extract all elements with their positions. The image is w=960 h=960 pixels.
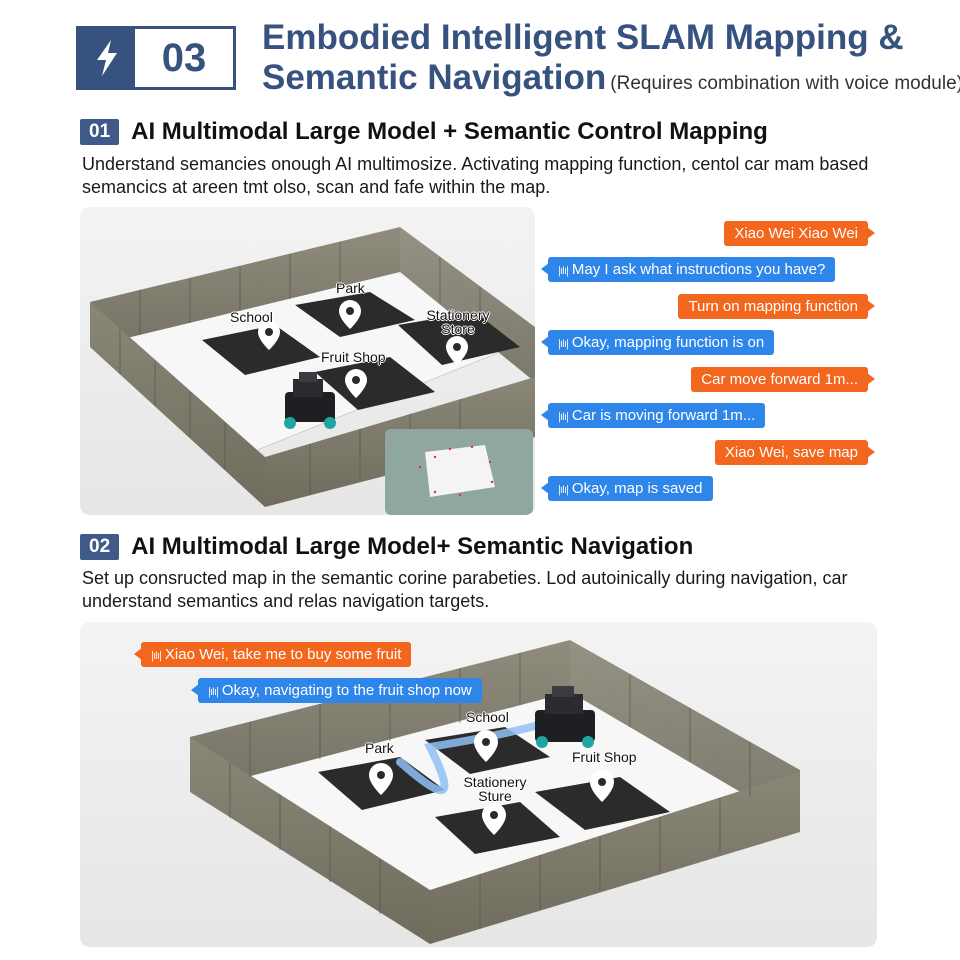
- chat-bubble-user: |ıIı|Xiao Wei, take me to buy some fruit: [133, 642, 412, 667]
- location-label-park: Park: [365, 740, 394, 756]
- chat-bubble-user: Turn on mapping function: [678, 294, 875, 319]
- audio-wave-icon: |ıIı|: [558, 338, 569, 350]
- chat-bubble-robot: |ıIı|Car is moving forward 1m...: [540, 403, 766, 428]
- mapping-scene-illustration: [90, 227, 535, 515]
- lightning-icon: [79, 29, 135, 87]
- location-label-stationery-store: Stationery Store: [426, 307, 490, 337]
- chat-bubble-user: Xiao Wei, save map: [714, 440, 876, 465]
- mapping-scene: Park School Stationery Store Fruit Shop: [80, 207, 535, 515]
- section1-number: 01: [80, 119, 120, 145]
- section-number: 03: [161, 35, 207, 80]
- section1-title: AI Multimodal Large Model + Semantic Con…: [131, 118, 768, 145]
- chat-bubble-robot: |ıIı|Okay, map is saved: [541, 476, 713, 501]
- audio-wave-icon: |ıIı|: [558, 265, 569, 277]
- audio-wave-icon: |ıIı|: [151, 650, 162, 662]
- robot-car-icon: [284, 372, 336, 429]
- page-title-line2: Semantic Navigation(Requires combination…: [262, 58, 960, 98]
- location-label-park: Park: [336, 280, 365, 296]
- location-label-fruit-shop: Fruit Shop: [321, 349, 386, 365]
- section2-title: AI Multimodal Large Model+ Semantic Navi…: [131, 533, 694, 560]
- section1-description: Understand semancies onough AI multimosi…: [82, 154, 869, 197]
- location-label-fruit-shop: Fruit Shop: [572, 749, 637, 765]
- page-title-line1: Embodied Intelligent SLAM Mapping &: [262, 18, 904, 57]
- navigation-scene: School Park Fruit Shop Stationery Sture: [80, 622, 877, 947]
- chat-bubble-robot: |ıIı|May I ask what instructions you hav…: [540, 257, 836, 282]
- page-title-line2-text: Semantic Navigation: [262, 58, 607, 97]
- section2-number: 02: [80, 534, 120, 560]
- chat-bubble-user: Xiao Wei Xiao Wei: [724, 221, 875, 246]
- location-label-school: School: [230, 309, 273, 325]
- navigation-scene-illustration: [190, 640, 800, 944]
- section2-heading: 02 AI Multimodal Large Model+ Semantic N…: [80, 533, 693, 561]
- audio-wave-icon: |ıIı|: [558, 484, 569, 496]
- section1-heading: 01 AI Multimodal Large Model + Semantic …: [80, 118, 768, 146]
- location-label-stationery-store: Stationery Sture: [463, 774, 527, 804]
- audio-wave-icon: |ıIı|: [558, 411, 569, 423]
- robot-car-icon: [535, 686, 595, 748]
- audio-wave-icon: |ıIı|: [208, 686, 219, 698]
- page-title-note: (Requires combination with voice module): [610, 73, 960, 94]
- chat-bubble-user: Car move forward 1m...: [691, 367, 875, 392]
- section2-description: Set up consructed map in the semantic co…: [82, 568, 848, 611]
- chat-bubble-robot: |ıIı|Okay, mapping function is on: [540, 330, 775, 355]
- section-badge: 03: [76, 26, 236, 90]
- chat-bubble-robot: |ıIı|Okay, navigating to the fruit shop …: [191, 678, 482, 703]
- location-label-school: School: [466, 709, 509, 725]
